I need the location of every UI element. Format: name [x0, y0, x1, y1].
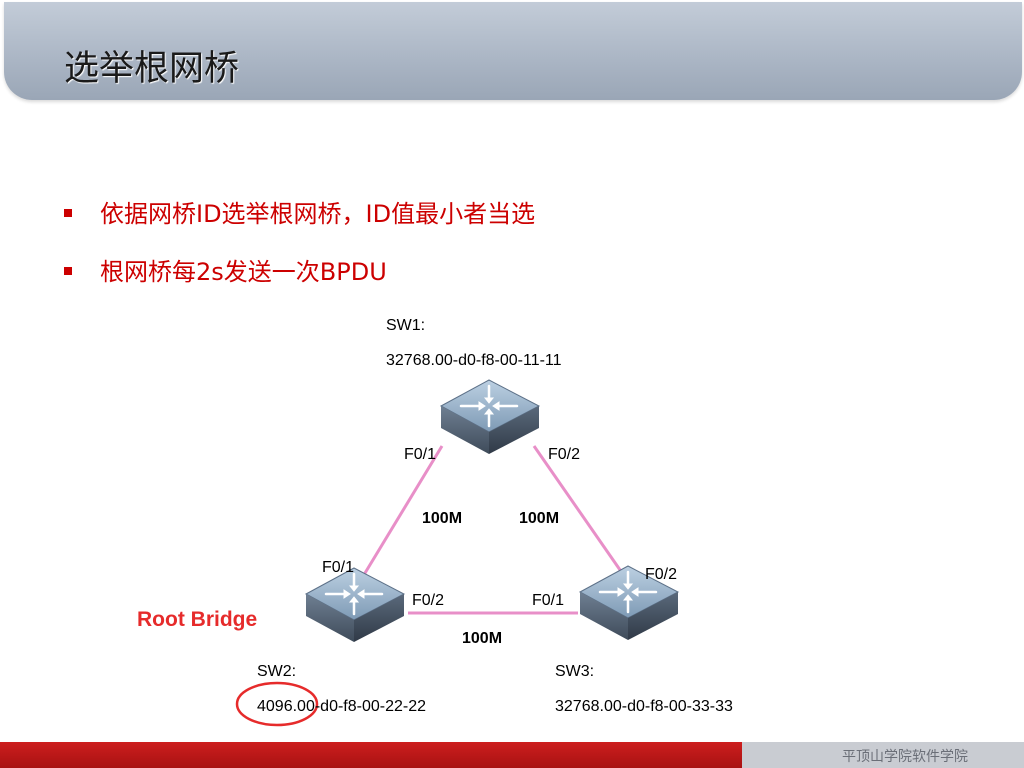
port-label: F0/1 [532, 592, 564, 609]
sw3-bridge-id: 32768.00-d0-f8-00-33-33 [555, 698, 733, 715]
root-bridge-highlight-circle [235, 681, 319, 727]
switch-icon [304, 566, 406, 644]
switch-icon [439, 378, 541, 456]
network-diagram: SW1: 32768.00-d0-f8-00-11-11 SW2: 4096.0… [137, 317, 733, 727]
page-title: 选举根网桥 [64, 49, 240, 89]
links-layer [360, 445, 629, 615]
bullet-list: 依据网桥ID选举根网桥，ID值最小者当选 根网桥每2s发送一次BPDU [62, 196, 535, 312]
square-bullet-icon [64, 267, 72, 275]
square-bullet-icon [64, 209, 72, 217]
header-bar [4, 2, 1022, 100]
bandwidth-label: 100M [422, 510, 462, 527]
sw2-name: SW2: [257, 663, 296, 680]
port-label: F0/1 [404, 446, 436, 463]
bandwidth-label: 100M [519, 510, 559, 527]
bullet-item: 依据网桥ID选举根网桥，ID值最小者当选 [62, 196, 535, 254]
port-label: F0/2 [548, 446, 580, 463]
bullet-text: 依据网桥ID选举根网桥，ID值最小者当选 [100, 200, 536, 228]
sw2-bridge-id: 4096.00-d0-f8-00-22-22 [257, 698, 426, 715]
sw1-bridge-id: 32768.00-d0-f8-00-11-11 [386, 352, 562, 369]
port-label: F0/2 [412, 592, 444, 609]
sw1-name: SW1: [386, 317, 425, 334]
root-bridge-label: Root Bridge [137, 608, 257, 631]
footer-text: 平顶山学院软件学院 [842, 749, 968, 765]
link-line [360, 445, 444, 579]
bullet-text: 根网桥每2s发送一次BPDU [100, 258, 387, 286]
footer-panel: 平顶山学院软件学院 [742, 742, 1024, 768]
port-label: F0/1 [322, 559, 354, 576]
bandwidth-label: 100M [462, 630, 502, 647]
port-label: F0/2 [645, 566, 677, 583]
link-line [532, 445, 629, 581]
sw3-name: SW3: [555, 663, 594, 680]
bullet-item: 根网桥每2s发送一次BPDU [62, 254, 535, 312]
